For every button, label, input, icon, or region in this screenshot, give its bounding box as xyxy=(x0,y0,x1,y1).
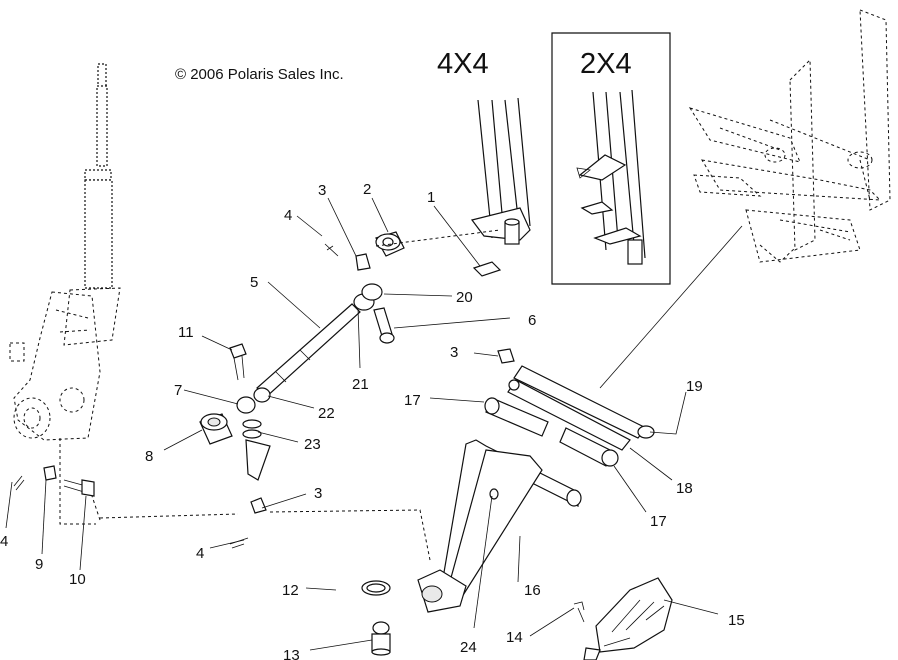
vehicle-frame xyxy=(688,9,891,263)
variant-label-4x4: 4X4 xyxy=(437,48,489,80)
steering-post-4x4 xyxy=(470,97,531,245)
callout-20: 20 xyxy=(456,289,473,306)
part-6-bolt xyxy=(373,307,395,344)
callout-19: 19 xyxy=(686,378,703,395)
callout-16: 16 xyxy=(524,582,541,599)
callout-22: 22 xyxy=(318,405,335,422)
callout-4-lower: 4 xyxy=(196,545,204,562)
part-17-bushing-lower xyxy=(559,427,619,467)
part-3-nut-mid xyxy=(497,348,515,364)
callout-9: 9 xyxy=(35,556,43,573)
callout-21: 21 xyxy=(352,376,369,393)
part-18-shaft xyxy=(507,379,631,451)
part-13-ball-joint xyxy=(371,621,391,656)
part-23-washers xyxy=(242,419,271,481)
part-1-washer xyxy=(472,261,502,277)
steering-knuckle xyxy=(9,291,101,441)
leader-lines xyxy=(5,197,743,651)
callout-numbers: 1 2 3 4 5 6 20 11 21 3 7 22 17 19 8 23 1… xyxy=(0,181,745,660)
callout-24: 24 xyxy=(460,639,477,656)
callout-3-lower: 3 xyxy=(314,485,322,502)
steering-post-2x4 xyxy=(576,89,646,265)
assembly-line-arm xyxy=(99,509,431,561)
callout-4-upper: 4 xyxy=(284,207,292,224)
part-3-nut-upper xyxy=(355,253,371,271)
callout-3-upper: 3 xyxy=(318,182,326,199)
callout-18: 18 xyxy=(676,480,693,497)
callout-17-upper: 17 xyxy=(404,392,421,409)
callout-17-lower: 17 xyxy=(650,513,667,530)
callout-3-mid: 3 xyxy=(450,344,458,361)
part-4-pin-left xyxy=(13,475,25,491)
assembly-line-bolt xyxy=(91,495,101,521)
callout-10: 10 xyxy=(69,571,86,588)
callout-23: 23 xyxy=(304,436,321,453)
part-8-bushing xyxy=(199,413,233,445)
callout-14: 14 xyxy=(506,629,523,646)
callout-13: 13 xyxy=(283,647,300,660)
part-9-nut xyxy=(43,465,57,481)
part-17-bushing-upper xyxy=(484,397,549,437)
callout-7: 7 xyxy=(174,382,182,399)
part-10-bolt xyxy=(63,479,95,497)
part-16-a-arm xyxy=(417,439,582,613)
part-7-tie-rod-end xyxy=(236,387,271,414)
part-12-snap-ring xyxy=(361,580,391,596)
part-14-screw xyxy=(573,601,585,623)
callout-8: 8 xyxy=(145,448,153,465)
callout-15: 15 xyxy=(728,612,745,629)
callout-2: 2 xyxy=(363,181,371,198)
part-15-skid-plate xyxy=(583,577,673,660)
callout-11: 11 xyxy=(178,324,194,341)
part-3-nut-lower xyxy=(250,497,267,514)
shock-absorber xyxy=(63,63,121,346)
callout-5: 5 xyxy=(250,274,258,291)
assembly-line-post xyxy=(375,229,501,247)
variant-label-2x4: 2X4 xyxy=(580,48,632,80)
part-19-shaft xyxy=(513,365,655,439)
part-11-bolt xyxy=(229,343,247,381)
part-4-pin-upper xyxy=(324,243,339,257)
part-20-boot xyxy=(361,283,383,301)
callout-1: 1 xyxy=(427,189,435,206)
callout-4-left: 4 xyxy=(0,533,8,550)
callout-12: 12 xyxy=(282,582,299,599)
variant-box-2x4 xyxy=(551,32,671,285)
callout-6: 6 xyxy=(528,312,536,329)
part-2-bushing xyxy=(375,231,405,257)
copyright-text: © 2006 Polaris Sales Inc. xyxy=(175,66,344,83)
